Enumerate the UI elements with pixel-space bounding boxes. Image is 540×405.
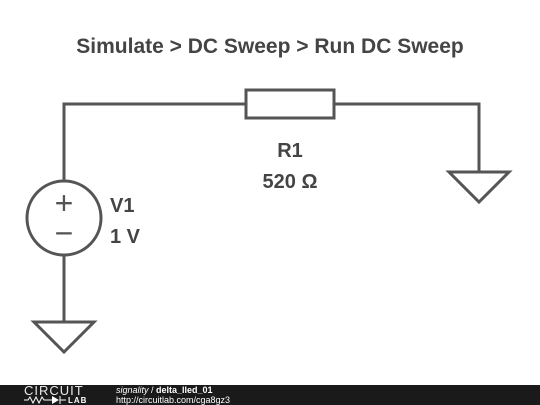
source-value-label: 1 V xyxy=(110,226,141,248)
author-link[interactable]: signality xyxy=(116,385,149,395)
source-name-label: V1 xyxy=(110,195,134,217)
resistor-r1-symbol[interactable] xyxy=(244,88,336,120)
path-separator: / xyxy=(148,385,157,395)
circuit-schematic[interactable]: + − R1 520 Ω V1 1 V xyxy=(0,0,540,385)
resistor-value-label: 520 Ω xyxy=(263,171,318,193)
footer-bar: CIRCUIT LAB signality / delta_lled_01 ht… xyxy=(0,383,540,405)
wire-left-top xyxy=(62,102,246,180)
circuitlab-logo[interactable]: CIRCUIT LAB xyxy=(24,383,94,405)
source-plus-symbol: + xyxy=(55,185,74,221)
logo-text-bottom: LAB xyxy=(68,396,88,405)
ground-right-symbol[interactable] xyxy=(445,170,513,205)
source-minus-symbol: − xyxy=(55,215,74,251)
schematic-canvas[interactable]: Simulate > DC Sweep > Run DC Sweep + − R… xyxy=(0,0,540,385)
logo-text-top: CIRCUIT xyxy=(24,383,84,398)
resistor-name-label: R1 xyxy=(277,140,303,162)
wire-right xyxy=(334,102,481,172)
ground-left-symbol[interactable] xyxy=(30,320,98,355)
page-title: Simulate > DC Sweep > Run DC Sweep xyxy=(76,35,464,58)
resistor-logo-icon xyxy=(24,395,66,405)
design-name[interactable]: delta_lled_01 xyxy=(156,385,213,395)
design-url-link[interactable]: http://circuitlab.com/cga8gz3 xyxy=(116,395,231,405)
design-info: signality / delta_lled_01 http://circuit… xyxy=(116,386,230,405)
